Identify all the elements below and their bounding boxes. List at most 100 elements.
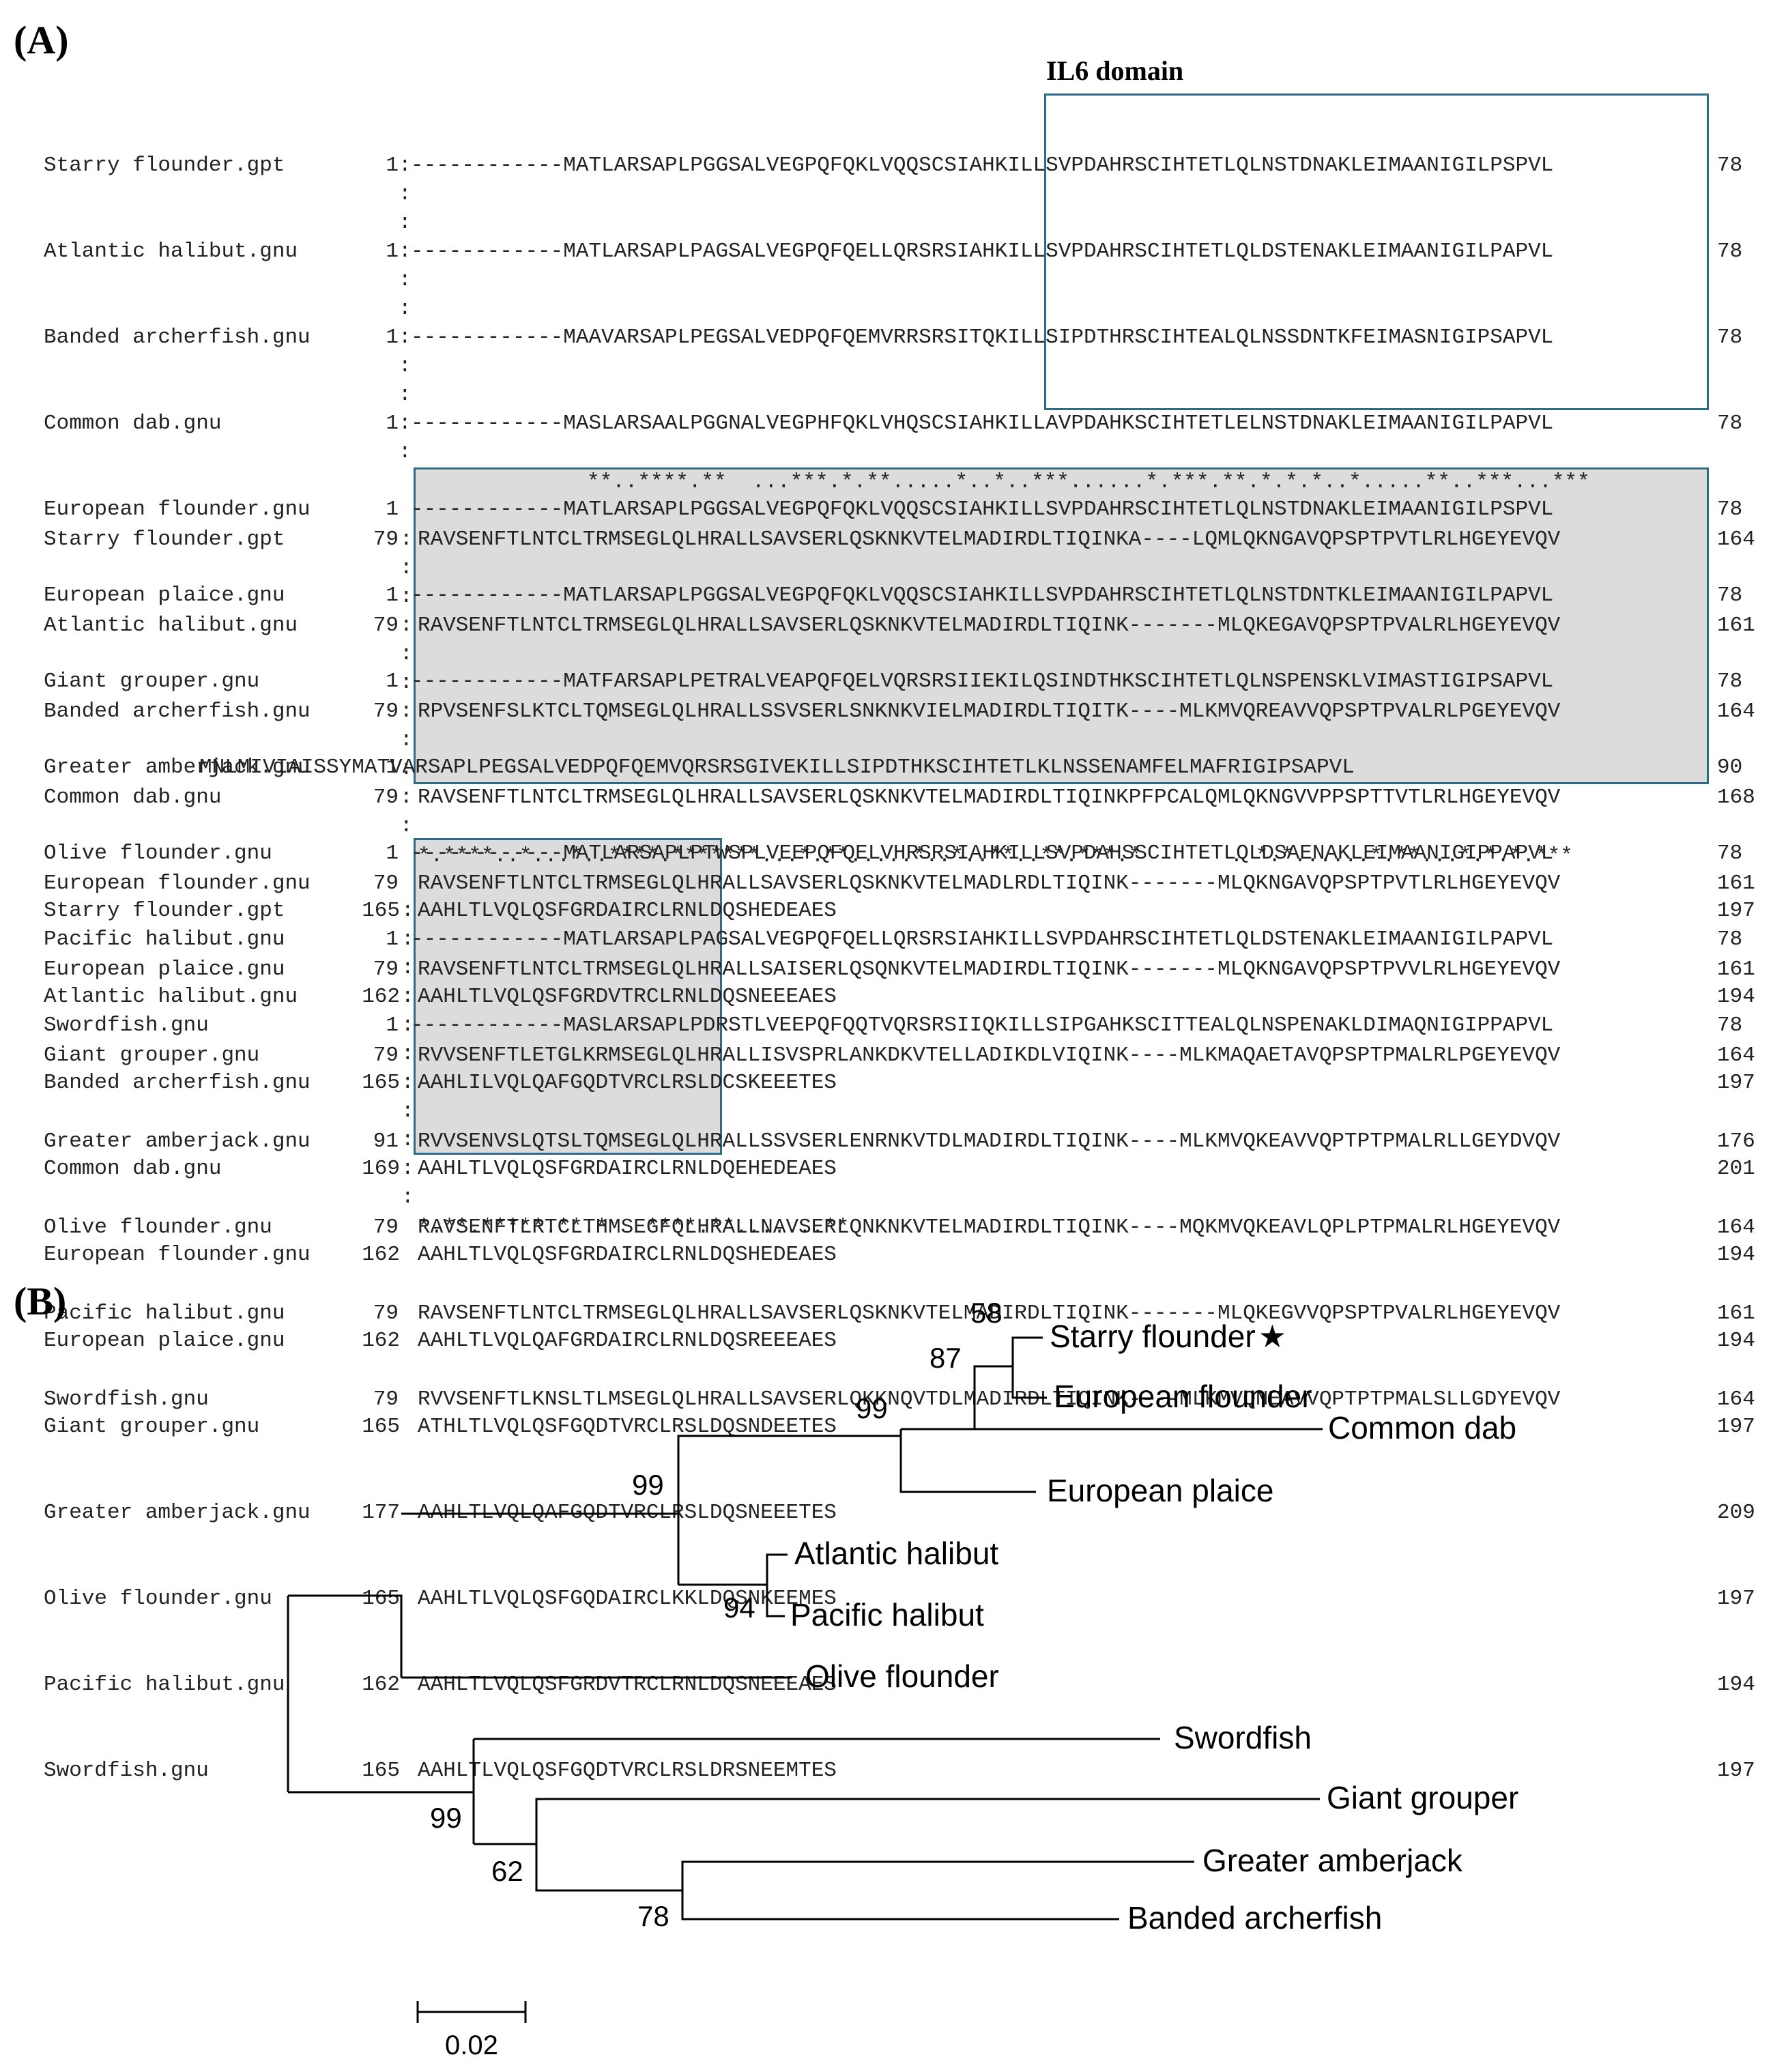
end-position: 161 (1717, 872, 1755, 895)
sequence-row: AAHLTLVQLQSFGQDTVRCLRSLDRSNEEMTES (418, 1759, 837, 1783)
species-name: Greater amberjack.gnu (44, 1129, 311, 1153)
tree-leaf-labels: Starry flounder★ European flounder Commo… (790, 1319, 1518, 1936)
end-position: 78 (1717, 584, 1743, 607)
species-name: Giant grouper.gnu (44, 1415, 260, 1439)
start-position: 177 (362, 1501, 400, 1525)
start-position: 165 (362, 1415, 400, 1439)
bootstrap-78: 78 (637, 1900, 669, 1932)
sequence-row: RVVSENVSLQTSLTQMSEGLQLHRALLSSVSERLENRNKV… (418, 1129, 1561, 1153)
bootstrap-62: 62 (491, 1855, 523, 1887)
sequence-row: AAHLTLVQLQAFGRDAIRCLRNLDQSREEEAES (418, 1329, 837, 1353)
end-position: 78 (1717, 498, 1743, 521)
colons-block-1: ::::::::::: (399, 154, 412, 464)
end-position: 194 (1717, 1673, 1755, 1697)
sequence-row: ------------MASLARSAALPGGNALVEGPHFQKLVHQ… (411, 412, 1554, 435)
species-name: Greater amberjack.gnu (44, 756, 311, 779)
start-position: 1 (386, 240, 399, 263)
species-name: Greater amberjack.gnu (44, 1501, 311, 1525)
start-position: 79 (373, 786, 399, 809)
leaf-olive-flounder: Olive flounder (805, 1658, 999, 1694)
bootstrap-94: 94 (723, 1592, 755, 1624)
sequence-row: RAVSENFTLNTCLTRMSEGLQLHRALLSAVSERLQSKNKV… (418, 614, 1561, 637)
sequence-row: ATHLTLVQLQSFGQDTVRCLRSLDQSNDEETES (418, 1415, 837, 1439)
end-position: 168 (1717, 786, 1755, 809)
start-position: 91 (373, 1129, 399, 1153)
start-position: 165 (362, 1587, 400, 1611)
start-position: 162 (362, 1243, 400, 1267)
sequence-row: ------------MATFARSAPLPETRALVEAPQFQELVQR… (411, 670, 1554, 693)
sequences-block-2: RAVSENFTLNTCLTRMSEGLQLHRALLSAVSERLQSKNKV… (418, 468, 1560, 1471)
bootstrap-99-flatfish: 99 (632, 1469, 664, 1501)
end-position: 161 (1717, 614, 1755, 637)
end-position: 197 (1717, 1587, 1755, 1611)
start-position: 1 (386, 756, 399, 779)
end-positions-block-2: 164 161 164 168 161 161 164 176 164 161 … (1717, 468, 1768, 1471)
start-position: 162 (362, 985, 400, 1009)
species-name: Pacific halibut.gnu (44, 927, 285, 951)
end-position: 164 (1717, 528, 1755, 551)
panel-b-label: (B) (14, 1279, 67, 1323)
species-name: European flounder.gnu (44, 1243, 311, 1267)
start-position: 79 (373, 700, 399, 723)
leaf-banded-archerfish: Banded archerfish (1127, 1900, 1382, 1936)
end-position: 164 (1717, 1215, 1755, 1239)
branch-plaice-halibut-clade (401, 1512, 680, 1585)
end-position: 176 (1717, 1129, 1755, 1153)
sequence-row: MNLMIVIAISSYMATVARSAPLPEGSALVEDPQFQEMVQR… (199, 756, 1355, 779)
end-position: 78 (1717, 1013, 1743, 1037)
il6-domain-box-block-1 (1044, 93, 1709, 410)
sequence-row: RAVSENFTLNTCLTRMSEGLQLHRALLSAVSERLQSKNKV… (418, 872, 1561, 895)
start-position: 1 (386, 1013, 399, 1037)
end-position: 90 (1717, 756, 1743, 779)
start-position: 79 (373, 1301, 399, 1325)
tree-branches (287, 1336, 1323, 1920)
start-position: 1 (386, 154, 399, 177)
species-name: European flounder.gnu (44, 498, 311, 521)
end-position: 209 (1717, 1501, 1755, 1525)
leaf-label: Starry flounder (1050, 1319, 1256, 1354)
branch-grouper-clade (474, 1798, 1320, 1845)
species-name: Atlantic halibut.gnu (44, 614, 298, 637)
star-icon: ★ (1258, 1319, 1286, 1354)
bootstrap-99-outgroup: 99 (430, 1802, 462, 1834)
end-position: 197 (1717, 1415, 1755, 1439)
end-position: 194 (1717, 1329, 1755, 1353)
species-name: Swordfish.gnu (44, 1013, 209, 1037)
sequence-row: RAVSENFTLNTCLTRMSEGLQLHRALLSAVSERLQSKNKV… (418, 528, 1561, 551)
start-position: 1 (386, 412, 399, 435)
start-position: 165 (362, 899, 400, 923)
sequence-row: RPVSENFSLKTCLTQMSEGLQLHRALLSSVSERLSNKNKV… (418, 700, 1561, 723)
species-name: Giant grouper.gnu (44, 1044, 260, 1067)
sequence-row: ------------MATLARSAPLPGGSALVEGPQFQKLVQQ… (411, 498, 1554, 521)
end-positions-block-1: 78 78 78 78 78 78 78 90 78 78 78 (1717, 94, 1768, 1097)
branch-flatfish-clade (288, 1594, 403, 1678)
sequence-row: ------------MATLARSAPLPTWSPLVEEPQFQELVHR… (411, 841, 1554, 865)
end-position: 164 (1717, 700, 1755, 723)
bootstrap-87: 87 (929, 1342, 962, 1374)
sequence-row: AAHLTLVQLQSFGRDAIRCLRNLDQEHEDEAES (418, 1157, 837, 1181)
species-names-block-2: Starry flounder.gpt Atlantic halibut.gnu… (44, 468, 311, 1471)
consensus-line: *.**.*****.**.* ****.**.......** (418, 1215, 850, 1239)
leaf-european-plaice: European plaice (1047, 1473, 1273, 1508)
sequence-row: RAVSENFTLNTCLTRMSEGLQLHRALLSAISERLQSQNKV… (418, 958, 1561, 981)
start-positions-block-2: 79 79 79 79 79 79 79 91 79 79 79 (362, 468, 399, 1471)
species-name: European plaice.gnu (44, 584, 285, 607)
consensus-block-1: **..****.** ...***.*.**.....*..*..***...… (587, 411, 1590, 554)
end-position: 78 (1717, 670, 1743, 693)
start-position: 79 (373, 1044, 399, 1067)
start-position: 165 (362, 1071, 400, 1095)
end-position: 78 (1717, 240, 1743, 263)
start-position: 79 (373, 958, 399, 981)
sequence-row: ------------MATLARSAPLPAGSALVEGPQFQELLQR… (411, 927, 1554, 951)
species-names-block-3: Starry flounder.gpt Atlantic halibut.gnu… (44, 839, 311, 1843)
species-name: European plaice.gnu (44, 1329, 285, 1353)
start-positions-block-1: 1 1 1 1 1 1 1 1 1 1 1 (369, 94, 399, 1097)
start-position: 162 (362, 1673, 400, 1697)
start-positions-block-3: 165 162 165 169 162 162 165 177 165 162 … (356, 839, 400, 1843)
sequence-row: RAVSENFTLNTCLTRMSEGLQLHRALLSAVSERLQSKNKV… (418, 786, 1561, 809)
sequence-row: ------------MAAVARSAPLPEGSALVEDPQFQEMVRR… (411, 326, 1554, 349)
leaf-european-flounder: European flounder (1054, 1379, 1312, 1414)
end-position: 78 (1717, 841, 1743, 865)
start-position: 1 (386, 584, 399, 607)
